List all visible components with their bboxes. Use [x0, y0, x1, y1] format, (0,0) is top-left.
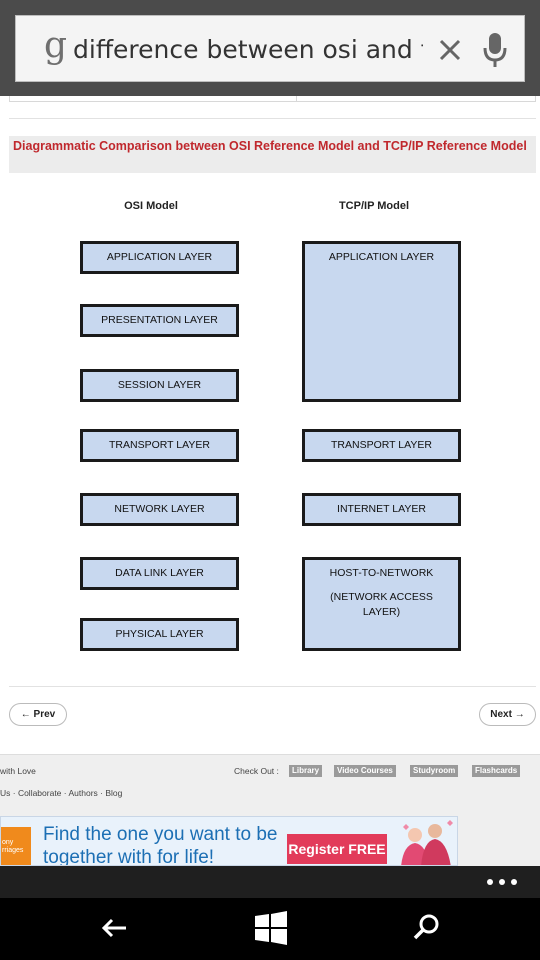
more-icon[interactable] [484, 874, 520, 890]
tcpip-application-layer: APPLICATION LAYER [302, 241, 461, 402]
divider [9, 118, 536, 119]
tcpip-transport-layer: TRANSPORT LAYER [302, 429, 461, 462]
ad-headline: Find the one you want to be together wit… [43, 824, 278, 866]
divider [9, 686, 536, 687]
tcpip-host-to-network-layer: HOST-TO-NETWORK (NETWORK ACCESS LAYER) [302, 557, 461, 651]
footer-tagline: with Love [0, 766, 36, 776]
search-input[interactable]: difference between osi and tc [73, 35, 423, 64]
next-button[interactable]: Next → [479, 703, 536, 726]
footer-links[interactable]: Us · Collaborate · Authors · Blog [0, 788, 123, 798]
osi-network-layer: NETWORK LAYER [80, 493, 239, 526]
host-line-2: (NETWORK ACCESS [330, 591, 433, 603]
google-g-icon[interactable]: g [44, 25, 68, 66]
search-header: g difference between osi and tc [0, 0, 540, 96]
osi-model-heading: OSI Model [124, 200, 178, 212]
tag-video-courses[interactable]: Video Courses [334, 765, 396, 777]
osi-physical-layer: PHYSICAL LAYER [80, 618, 239, 651]
clear-icon[interactable] [434, 32, 466, 68]
osi-data-link-layer: DATA LINK LAYER [80, 557, 239, 590]
osi-presentation-layer: PRESENTATION LAYER [80, 304, 239, 337]
check-out-label: Check Out : [234, 766, 279, 776]
osi-session-layer: SESSION LAYER [80, 369, 239, 402]
tcpip-internet-layer: INTERNET LAYER [302, 493, 461, 526]
ad-logo: ony rriages [1, 827, 31, 865]
register-free-button[interactable]: Register FREE [287, 834, 387, 864]
prev-button[interactable]: ← Prev [9, 703, 67, 726]
app-bar [0, 866, 540, 898]
tag-flashcards[interactable]: Flashcards [472, 765, 521, 777]
host-line-1: HOST-TO-NETWORK [329, 567, 434, 579]
osi-application-layer: APPLICATION LAYER [80, 241, 239, 274]
system-nav-bar [0, 898, 540, 960]
tcpip-model-heading: TCP/IP Model [338, 200, 410, 212]
couple-image [393, 819, 457, 865]
tag-studyroom[interactable]: Studyroom [410, 765, 459, 777]
search-icon[interactable] [406, 910, 446, 946]
search-box[interactable]: g difference between osi and tc [15, 15, 525, 82]
microphone-icon[interactable] [480, 30, 510, 70]
article-title-bar: Diagrammatic Comparison between OSI Refe… [9, 136, 536, 173]
top-table-edge [9, 96, 536, 102]
article-title: Diagrammatic Comparison between OSI Refe… [13, 139, 527, 153]
tag-library[interactable]: Library [289, 765, 323, 777]
windows-icon[interactable] [251, 910, 291, 946]
back-icon[interactable] [95, 910, 135, 946]
ad-banner[interactable]: ony rriages Find the one you want to be … [0, 816, 458, 866]
host-line-3: LAYER) [362, 606, 401, 618]
osi-transport-layer: TRANSPORT LAYER [80, 429, 239, 462]
